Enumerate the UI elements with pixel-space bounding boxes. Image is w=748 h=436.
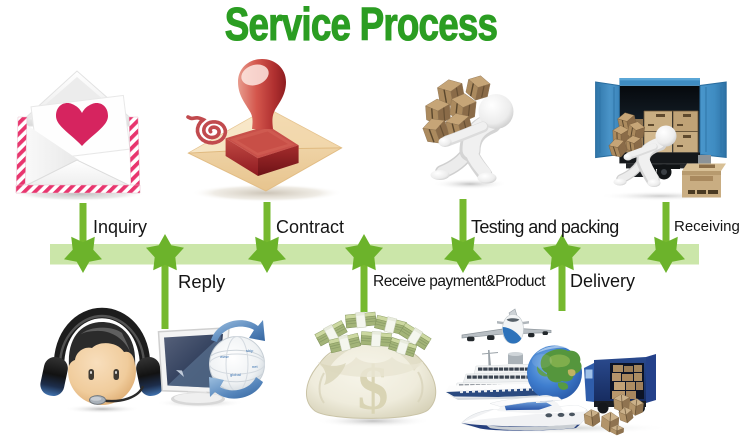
svg-text:ship: ship [246, 348, 254, 353]
svg-text:net: net [252, 364, 258, 369]
svg-text:www: www [220, 354, 229, 359]
svg-text:global: global [230, 372, 241, 377]
